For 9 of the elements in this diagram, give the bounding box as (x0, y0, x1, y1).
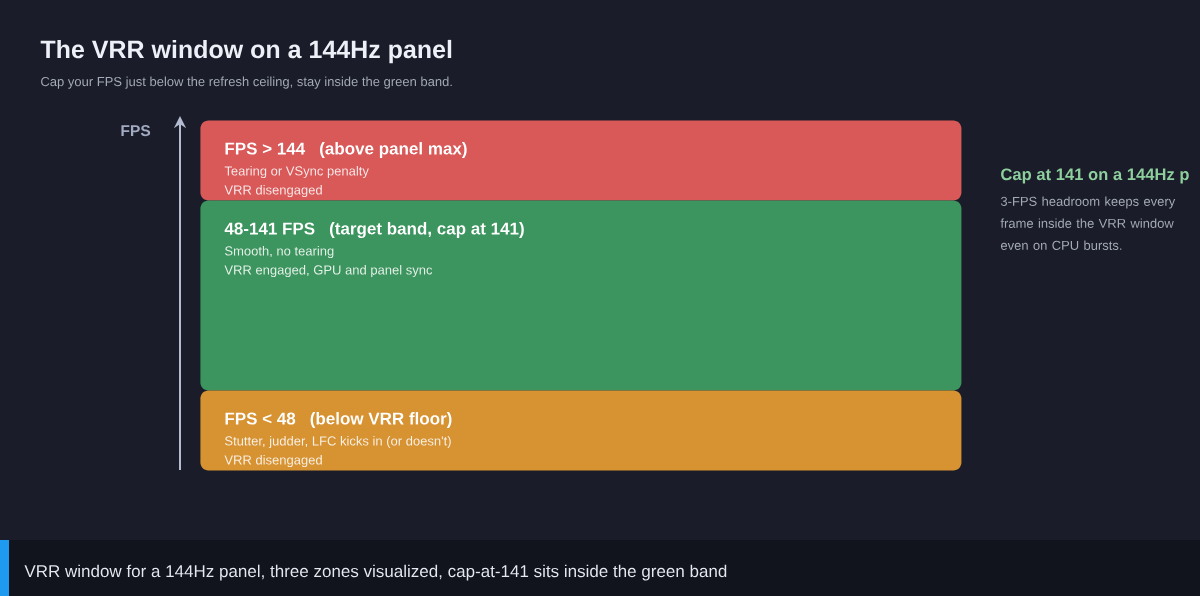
zone-band: 48-141 FPS (target band, cap at 141) Smooth, no tearing VRR engaged, GPU and panel sync (200, 200, 962, 391)
note-text: 3-FPS headroom keeps every frame inside the VRR window even on CPU bursts. (1000, 196, 1176, 250)
title: The VRR window on a 144Hz panel (40, 39, 452, 64)
caption-bar: VRR window for a 144Hz panel, three zones visualized, cap-at-141 sits inside the green band (0, 540, 1200, 596)
axis-label: FPS (121, 125, 151, 137)
note-heading: Cap at 141 on a 144Hz p (1001, 168, 1189, 184)
subtitle: Cap your FPS just below the refresh ceiling, stay inside the green band. (41, 76, 452, 89)
zone-band: FPS > 144 (above panel max) Tearing or VSync penalty VRR disengaged (200, 120, 962, 201)
zone-band: FPS < 48 (below VRR floor) Stutter, judder, LFC kicks in (or doesn't) VRR disengaged (200, 390, 962, 471)
